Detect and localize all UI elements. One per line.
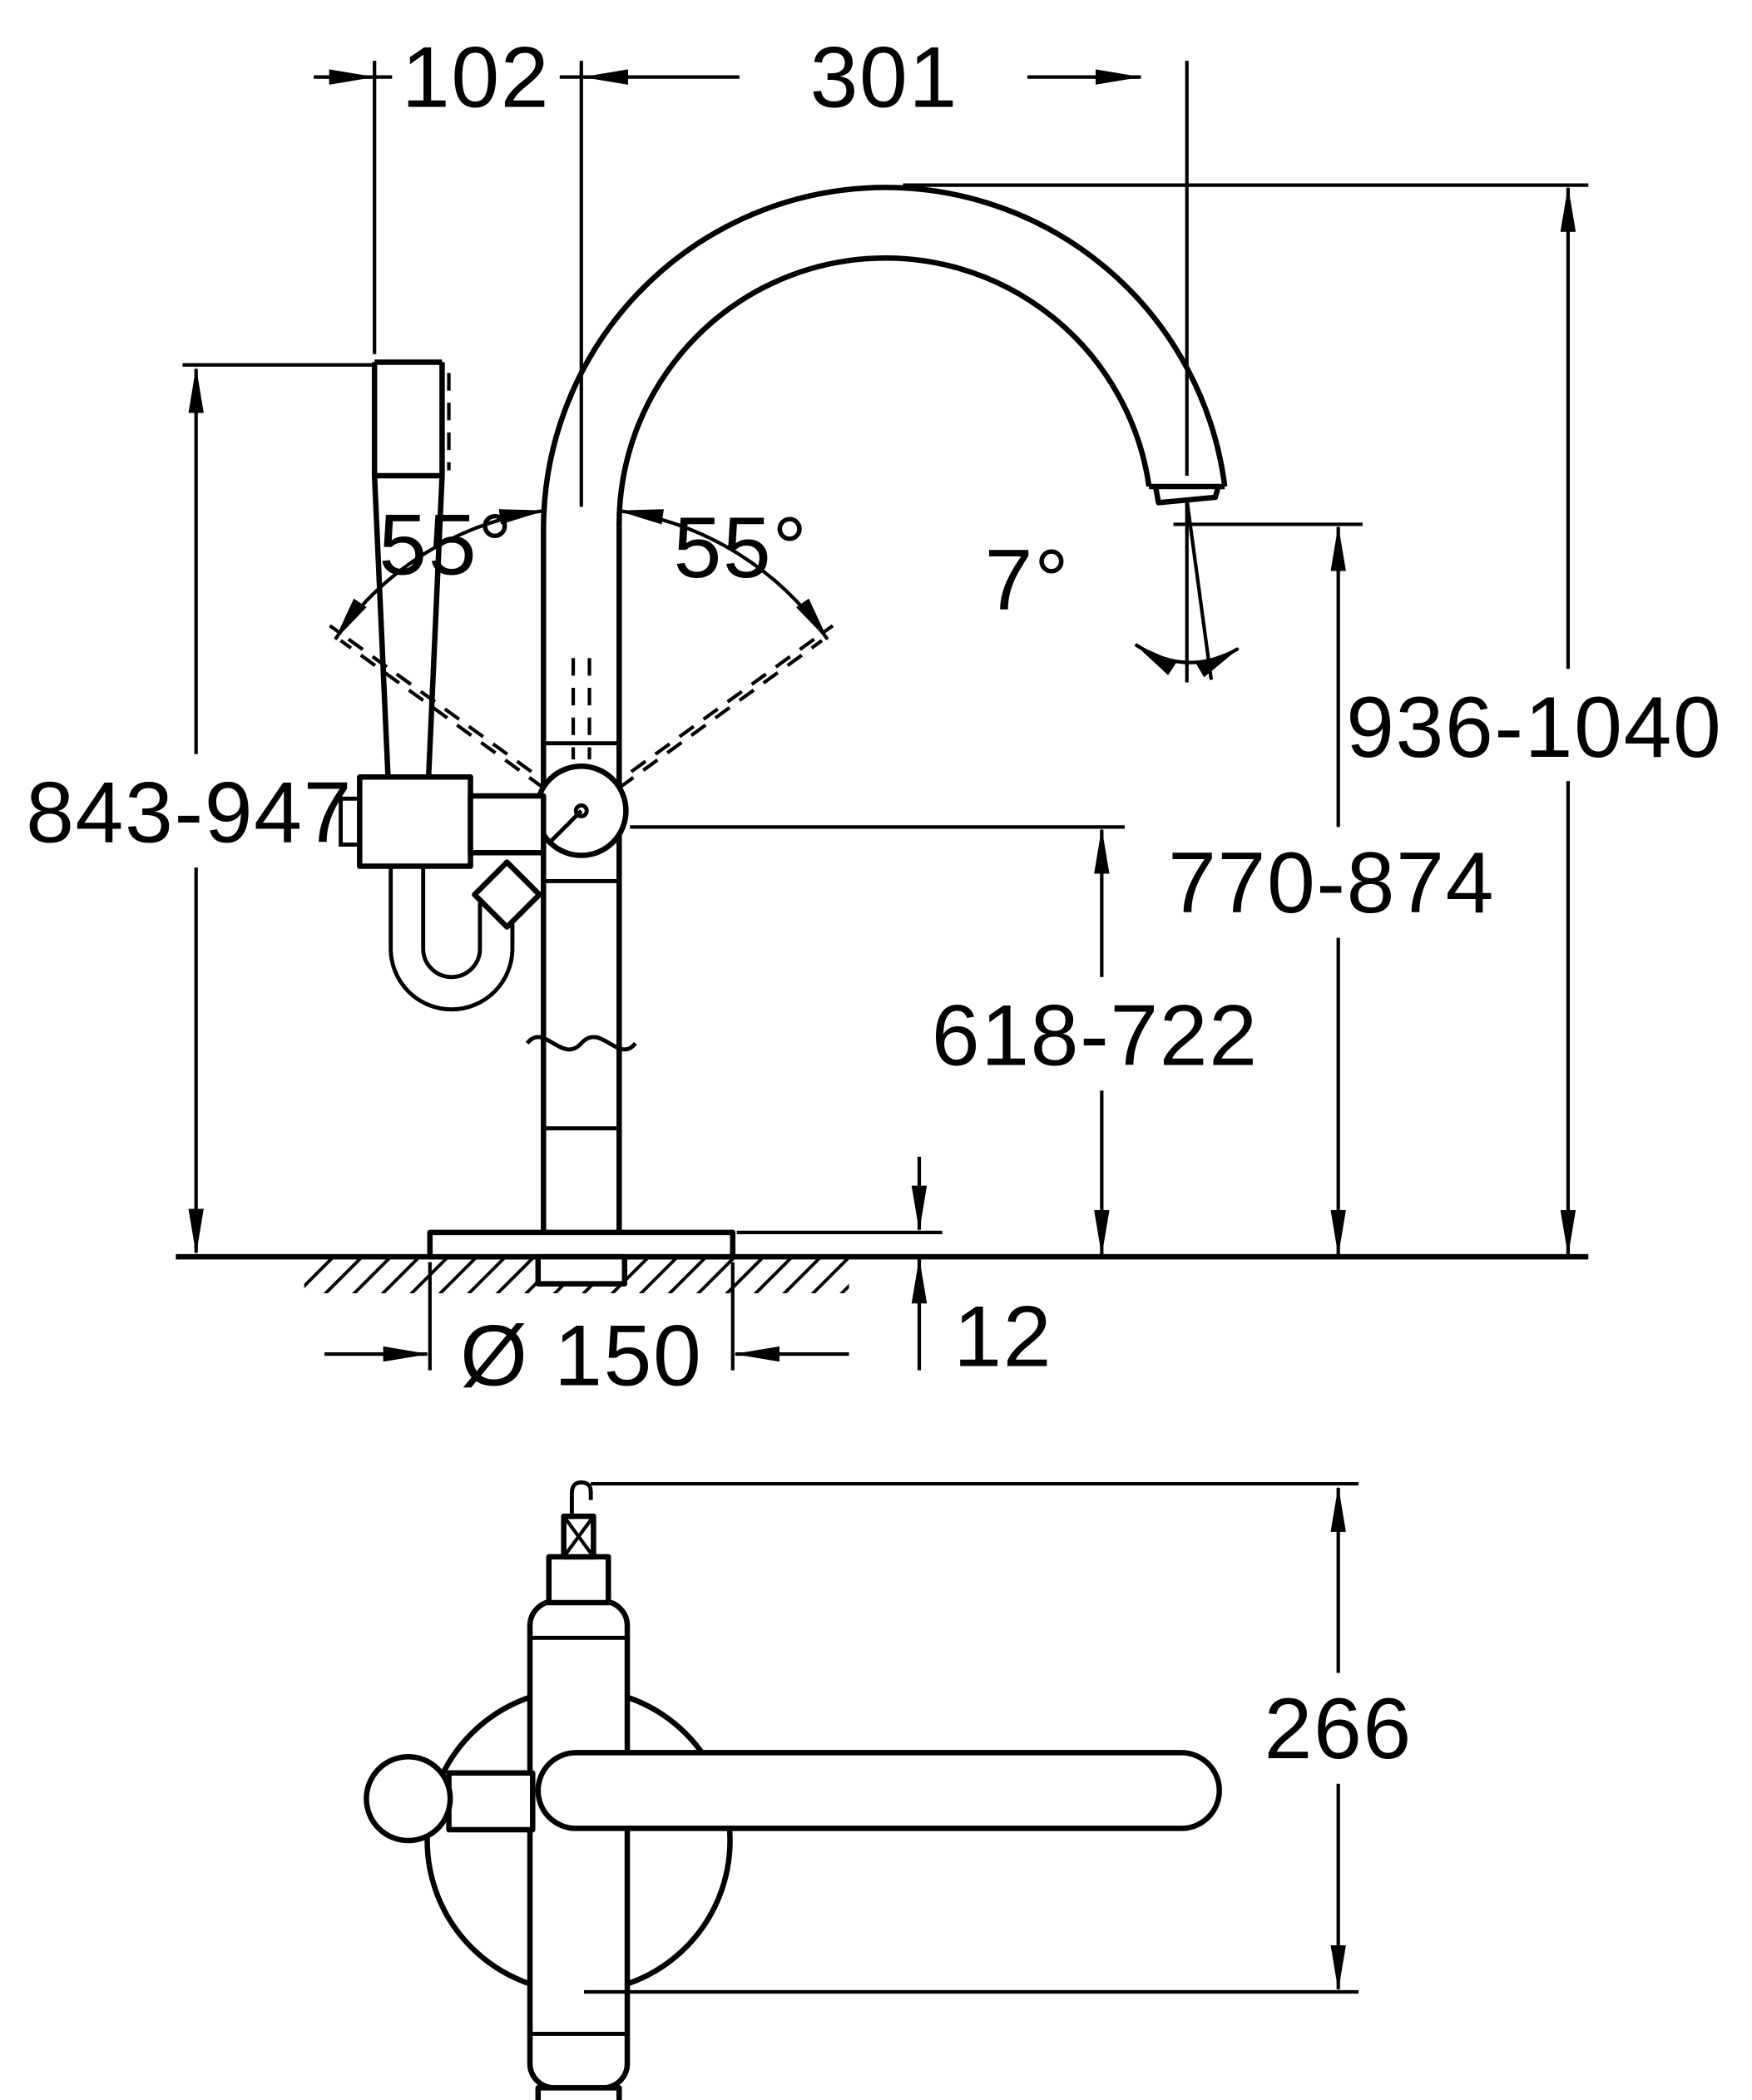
holder-knob <box>339 796 362 847</box>
dim-base-diameter-label: Ø 150 <box>460 1307 702 1404</box>
spindle-square-cross <box>562 1514 596 1559</box>
diverter-stem <box>446 1770 536 1833</box>
dim-height-joint-label: 618-722 <box>932 987 1259 1084</box>
mixer-body-seams <box>530 1635 628 2036</box>
diverter-fitting <box>472 859 542 930</box>
swivel-arc-left <box>334 509 546 641</box>
dim-reach-label: 301 <box>810 29 958 126</box>
ball-joint-center <box>573 803 589 818</box>
dim-height-outlet-label: 770-874 <box>1168 835 1495 931</box>
dim-spout-angle-label: 7° <box>985 532 1071 629</box>
hand-shower-holder <box>357 774 473 869</box>
swivel-dashed-right <box>618 624 834 789</box>
diverter-knob <box>364 1754 453 1844</box>
dim-height-total-label: 936-1040 <box>1346 679 1722 776</box>
shower-hose <box>389 866 515 1012</box>
dim-swivel-left-label: 55° <box>379 497 513 594</box>
dim-swivel-right-label: 55° <box>673 500 808 596</box>
lever-handle <box>535 1750 1222 1831</box>
swivel-arc-right <box>616 509 829 641</box>
dim-offset-label: 102 <box>402 29 550 126</box>
dim-depth-label: 266 <box>1265 1681 1413 1777</box>
hand-shower-body <box>371 359 445 778</box>
holder-arm <box>468 793 547 856</box>
base-plate <box>427 1229 736 1260</box>
spout-angle-arc <box>1134 643 1240 678</box>
ball-joint-detail <box>547 809 583 845</box>
mixer-body <box>527 1598 631 2091</box>
bottom-cap-outer <box>535 2085 622 2100</box>
swivel-dashed-left <box>329 624 545 789</box>
spout-arc <box>541 185 1228 527</box>
spindle-stub <box>569 1480 593 1519</box>
dim-plate-thickness-label: 12 <box>953 1289 1052 1386</box>
cartridge-hidden-lines <box>571 658 591 760</box>
dim-height-handshower-label: 843-947 <box>26 764 353 861</box>
riser-seams <box>543 741 620 1131</box>
base-underfloor-fitting <box>535 1253 628 1287</box>
spout-angle-reference-lines <box>1185 499 1214 683</box>
plan-view: 266 <box>364 1480 1413 2100</box>
pipe-break-squiggle <box>525 1035 637 1052</box>
spindle-cap <box>546 1554 611 1606</box>
front-view: 55° 55° 7° 102 301 843-947 936-1040 770-… <box>26 29 1722 1404</box>
